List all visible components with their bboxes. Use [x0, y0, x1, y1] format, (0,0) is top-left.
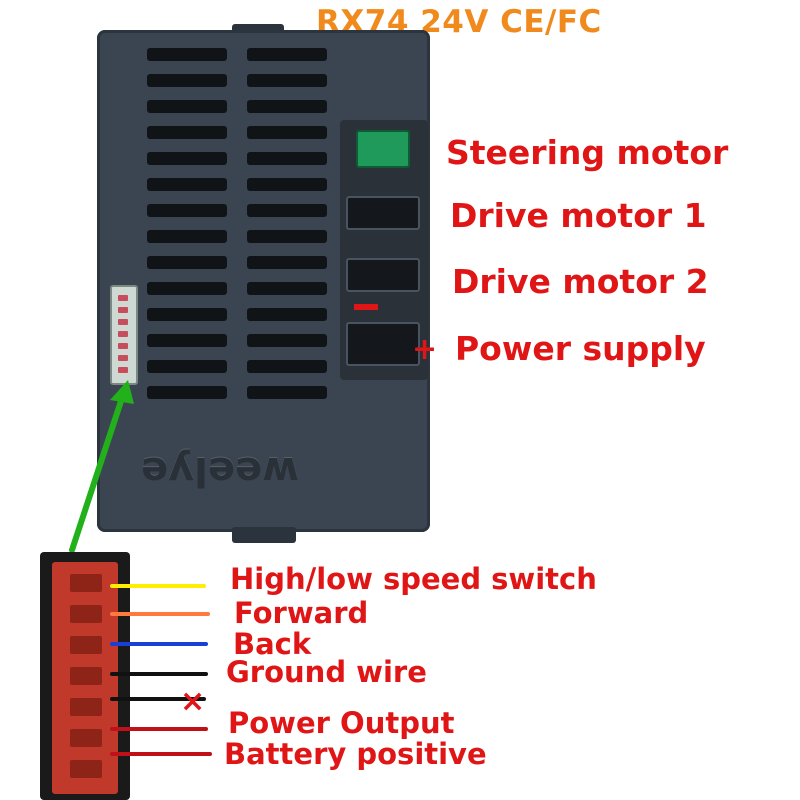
- vent-slot: [147, 204, 227, 217]
- label-drive-motor-2: Drive motor 2: [452, 262, 709, 301]
- steering-motor-plug: [356, 130, 410, 168]
- drive-motor-2-plug: [346, 258, 420, 292]
- label-back: Back: [233, 627, 312, 661]
- vent-slot: [247, 334, 327, 347]
- unused-x-mark: ×: [180, 684, 206, 719]
- pin-slot: [70, 605, 102, 623]
- power-supply-plug: [346, 322, 420, 366]
- vent-slot: [147, 178, 227, 191]
- wire-high-low: [110, 584, 206, 588]
- vent-slot: [147, 386, 227, 399]
- wire-back: [110, 642, 208, 646]
- vent-grille: [141, 48, 329, 420]
- vent-slot: [147, 126, 227, 139]
- box-bottom-tab: [232, 527, 296, 543]
- label-steering-motor: Steering motor: [446, 133, 729, 172]
- vent-slot: [147, 334, 227, 347]
- side-connector: [110, 285, 138, 385]
- vent-slot: [247, 126, 327, 139]
- pin-slot: [70, 698, 102, 716]
- vent-slot: [147, 74, 227, 87]
- wire-ground: [110, 672, 208, 676]
- wire-battery-positive: [110, 752, 212, 756]
- vent-slot: [247, 74, 327, 87]
- vent-slot: [247, 48, 327, 61]
- positive-mark: +: [412, 332, 438, 367]
- wire-power-output: [110, 727, 208, 731]
- vent-slot: [247, 282, 327, 295]
- vent-slot: [147, 152, 227, 165]
- label-high-low-speed: High/low speed switch: [230, 562, 597, 596]
- vent-slot: [147, 282, 227, 295]
- vent-slot: [147, 360, 227, 373]
- negative-mark: [354, 304, 378, 310]
- wire-unused: [110, 697, 206, 701]
- label-drive-motor-1: Drive motor 1: [450, 196, 707, 235]
- label-ground-wire: Ground wire: [226, 655, 427, 689]
- vent-slot: [247, 204, 327, 217]
- pin-slot: [70, 636, 102, 654]
- pin-slot: [70, 760, 102, 778]
- vent-slot: [247, 178, 327, 191]
- vent-slot: [147, 48, 227, 61]
- pin-slot: [70, 667, 102, 685]
- pin-slot: [70, 729, 102, 747]
- label-battery-positive: Battery positive: [224, 737, 487, 771]
- vent-slot: [247, 360, 327, 373]
- vent-slot: [247, 308, 327, 321]
- drive-motor-1-plug: [346, 196, 420, 230]
- label-forward: Forward: [234, 596, 369, 630]
- label-power-supply: Power supply: [455, 329, 706, 368]
- vent-slot: [147, 308, 227, 321]
- vent-slot: [247, 152, 327, 165]
- label-power-output: Power Output: [228, 706, 455, 740]
- vent-slot: [147, 100, 227, 113]
- vent-slot: [247, 256, 327, 269]
- vent-slot: [247, 100, 327, 113]
- vent-slot: [247, 386, 327, 399]
- vent-slot: [147, 230, 227, 243]
- pin-slot: [70, 574, 102, 592]
- vent-slot: [147, 256, 227, 269]
- vent-slot: [247, 230, 327, 243]
- wire-forward: [110, 612, 210, 616]
